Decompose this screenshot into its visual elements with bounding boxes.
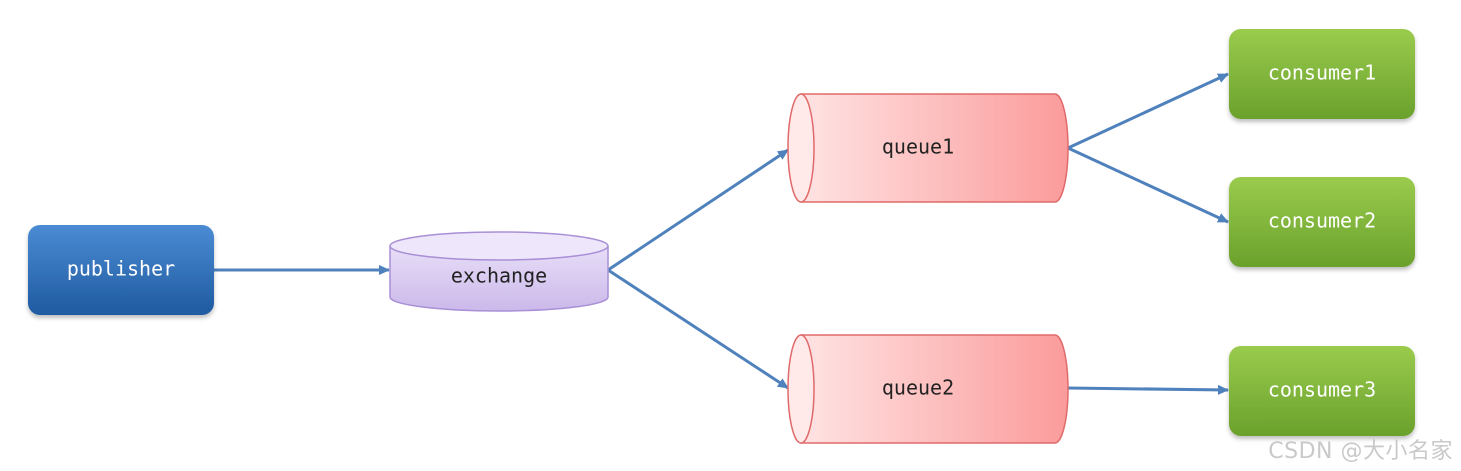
queue1-node: queue1	[787, 93, 1069, 203]
edges	[213, 72, 1229, 395]
edge-queue2-consumer3	[1067, 384, 1229, 395]
queue2-label: queue2	[882, 376, 954, 400]
consumer3-node: consumer3	[1229, 346, 1415, 436]
queue2-node: queue2	[787, 334, 1069, 444]
exchange-node: exchange	[389, 231, 609, 312]
consumer1-node: consumer1	[1229, 29, 1415, 119]
edge-queue1-consumer1	[1067, 72, 1229, 150]
edge-exchange-queue1	[607, 148, 789, 272]
queue1-label: queue1	[882, 135, 954, 159]
edge-exchange-queue2	[607, 268, 789, 390]
publisher-label: publisher	[67, 257, 175, 281]
watermark: CSDN @大小名家	[1268, 439, 1453, 464]
consumer3-label: consumer3	[1268, 378, 1376, 402]
consumer1-label: consumer1	[1268, 61, 1376, 85]
publisher-node: publisher	[28, 225, 214, 315]
consumer2-node: consumer2	[1229, 177, 1415, 267]
consumer2-label: consumer2	[1268, 209, 1376, 233]
edge-queue1-consumer2	[1067, 146, 1229, 224]
exchange-label: exchange	[451, 264, 547, 288]
